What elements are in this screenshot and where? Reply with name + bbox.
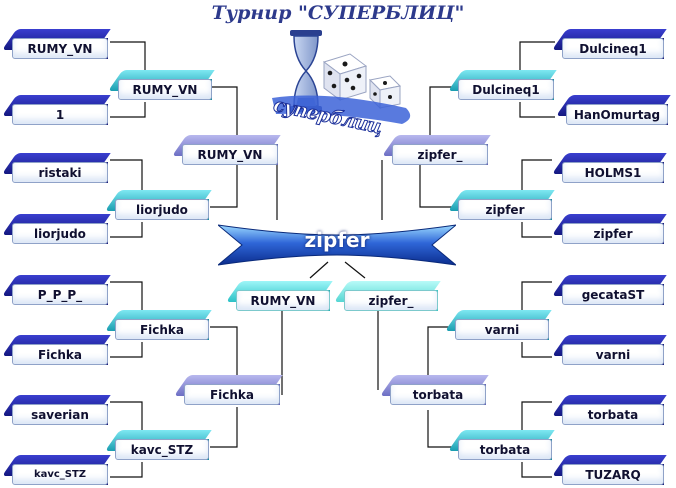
left-r1-player-5: P_P_P_: [2, 275, 111, 305]
right-r2-player-1: Dulcineq1: [448, 70, 557, 100]
left-r1-player-8: kavc_STZ: [2, 455, 111, 485]
champion-banner: [218, 224, 456, 266]
left-r3-player-2: Fichka: [174, 375, 283, 405]
right-r1-player-1: Dulcineq1: [552, 29, 667, 59]
champion-name: zipfer: [304, 228, 370, 252]
right-r1-player-5: gecataST: [552, 275, 667, 305]
hourglass-top-icon: [290, 30, 322, 36]
left-r1-player-1: RUMY_VN: [2, 29, 111, 59]
right-r2-player-3: varni: [445, 310, 552, 340]
right-r1-player-3: HOLMS1: [552, 153, 667, 183]
logo-swoosh-icon: [272, 95, 411, 124]
left-r2-player-2: liorjudo: [105, 190, 212, 220]
right-r1-player-6: varni: [552, 335, 667, 365]
left-r2-player-3: Fichka: [105, 310, 212, 340]
right-r1-player-4: zipfer: [552, 214, 667, 244]
left-r3-player-1: RUMY_VN: [172, 135, 281, 165]
right-r1-player-2: HanOmurtag: [556, 95, 671, 125]
superblitz-logo: [272, 30, 411, 124]
left-r1-player-4: liorjudo: [2, 214, 111, 244]
final-right-player: zipfer_: [334, 281, 441, 311]
hourglass-upper-bulb-icon: [293, 35, 319, 73]
left-r1-player-6: Fichka: [2, 335, 111, 365]
left-r2-player-4: kavc_STZ: [105, 430, 212, 460]
right-r3-player-1: zipfer_: [382, 135, 491, 165]
dice-large-icon: [322, 53, 368, 101]
left-r2-player-1: RUMY_VN: [108, 70, 215, 100]
left-r1-player-3: ristaki: [2, 153, 111, 183]
left-r1-player-2: 1: [2, 95, 111, 125]
tournament-title: Турнир "СУПЕРБЛИЦ": [211, 2, 465, 24]
left-r1-player-7: saverian: [2, 395, 111, 425]
right-r2-player-2: zipfer: [448, 190, 555, 220]
final-left-player: RUMY_VN: [226, 281, 333, 311]
right-r1-player-8: TUZARQ: [552, 455, 667, 485]
right-r2-player-4: torbata: [448, 430, 555, 460]
right-r3-player-2: torbata: [380, 375, 489, 405]
right-r1-player-7: torbata: [552, 395, 667, 425]
